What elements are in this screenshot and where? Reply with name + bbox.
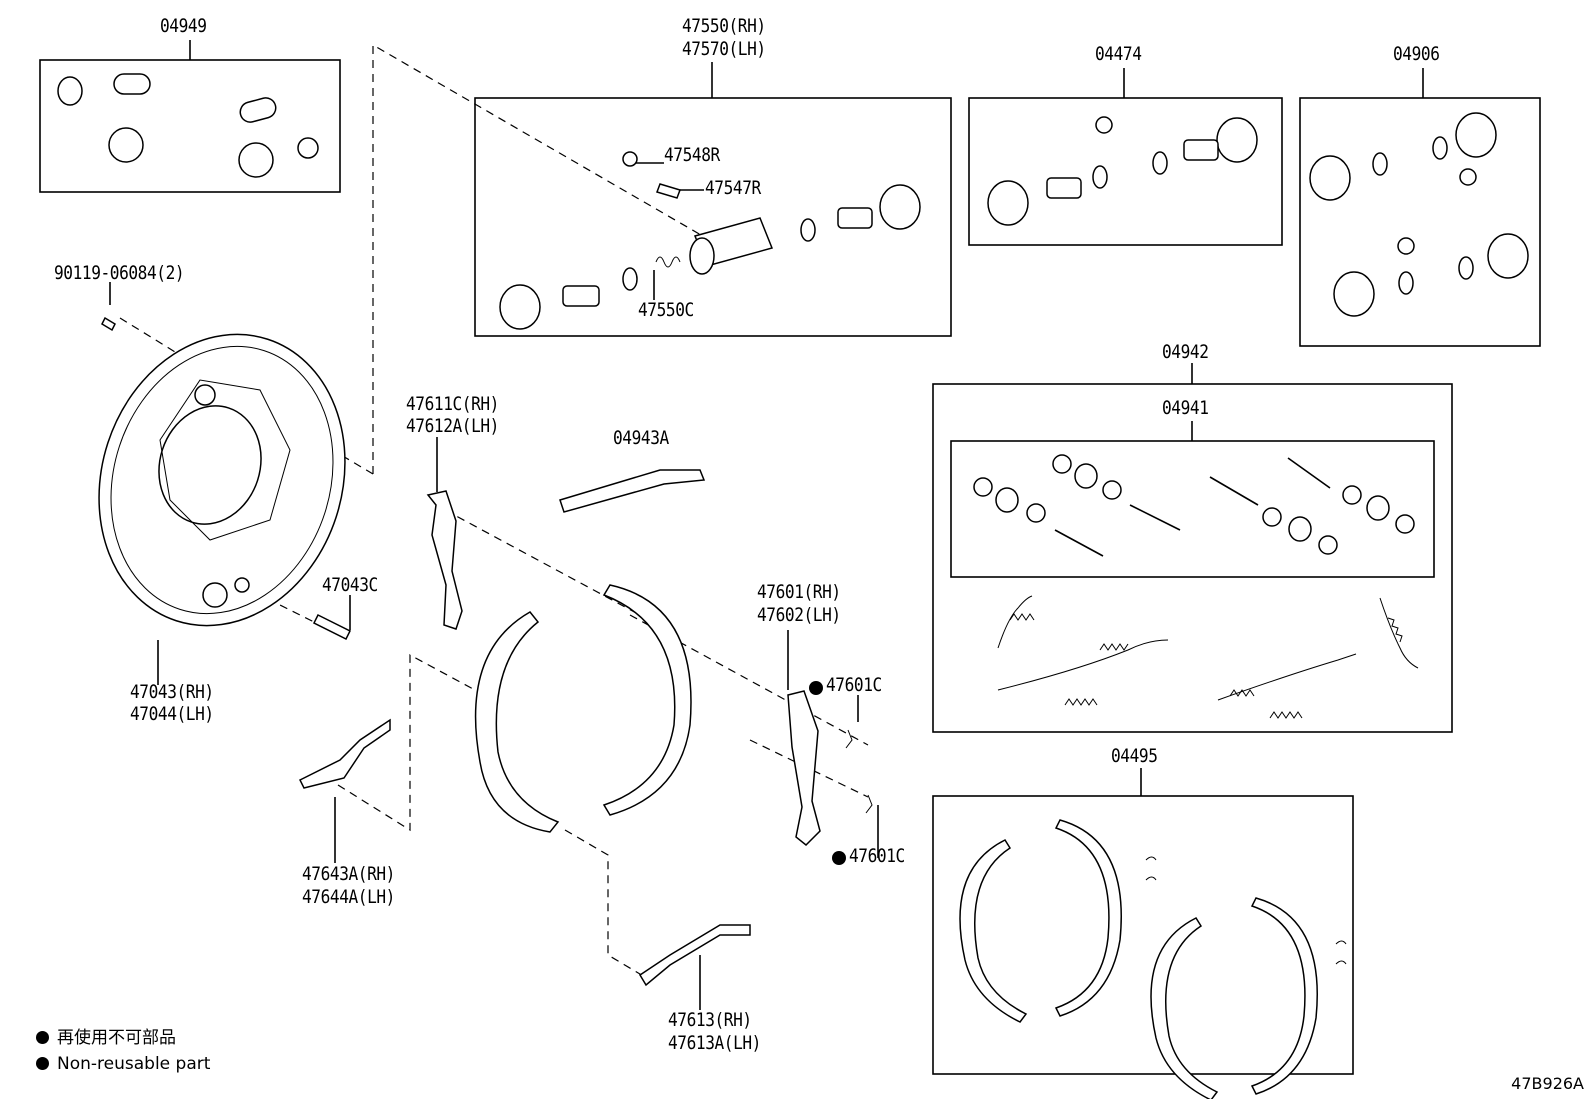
part-label-47644a-lh: 47644A(LH) [302, 886, 395, 908]
levers-and-shoes-drawing [298, 469, 873, 987]
non-reusable-marker [832, 851, 846, 865]
part-label-04943a: 04943A [613, 427, 669, 449]
part-label-47613a-lh: 47613A(LH) [668, 1032, 761, 1054]
part-label-47550c: 47550C [638, 299, 694, 321]
kit-box-04941 [950, 440, 1435, 578]
return-springs [997, 595, 1419, 719]
kit-04949-parts [57, 73, 319, 178]
kit-box-04495 [932, 795, 1354, 1075]
part-label-47601c: 47601C [849, 845, 905, 867]
part-label-47643a-rh: 47643A(RH) [302, 863, 395, 885]
part-label-47601-rh: 47601(RH) [757, 581, 841, 603]
wheel-cylinder-parts [499, 151, 921, 330]
part-label-04906: 04906 [1393, 43, 1440, 65]
kit-box-04906 [1299, 97, 1541, 347]
part-label-04949: 04949 [160, 15, 207, 37]
kit-04906-parts [1309, 112, 1529, 317]
part-label-90119: 90119-06084(2) [54, 262, 185, 284]
part-label-47602-lh: 47602(LH) [757, 604, 841, 626]
part-label-47570-lh: 47570(LH) [682, 38, 766, 60]
part-label-47548r: 47548R [664, 144, 720, 166]
shoe-set-drawing [959, 819, 1347, 1099]
backing-plate-drawing [98, 316, 352, 641]
legend-dot [36, 1057, 49, 1070]
legend-japanese-text: 再使用不可部品 [57, 1028, 176, 1048]
legend-english: Non-reusable part [36, 1052, 210, 1076]
kit-04941-parts [973, 454, 1415, 557]
part-label-47550-rh: 47550(RH) [682, 15, 766, 37]
part-label-47043-rh: 47043(RH) [130, 681, 214, 703]
leader-lines [109, 40, 1424, 1010]
wheel-cylinder-box [474, 97, 952, 337]
kit-box-04474 [968, 97, 1283, 246]
part-label-47043c: 47043C [322, 574, 378, 596]
drawing-code: 47B926A [1511, 1074, 1584, 1093]
part-label-04941: 04941 [1162, 397, 1209, 419]
part-label-47044-lh: 47044(LH) [130, 703, 214, 725]
legend-english-text: Non-reusable part [57, 1054, 211, 1074]
kit-box-04949 [39, 59, 341, 193]
part-label-04474: 04474 [1095, 43, 1142, 65]
part-label-47547r: 47547R [705, 177, 761, 199]
part-label-47601c: 47601C [826, 674, 882, 696]
non-reusable-marker [809, 681, 823, 695]
part-label-47611c-rh: 47611C(RH) [406, 393, 499, 415]
legend-dot [36, 1031, 49, 1044]
part-label-47612a-lh: 47612A(LH) [406, 415, 499, 437]
kit-04474-parts [987, 116, 1258, 226]
legend-japanese: 再使用不可部品 [36, 1026, 176, 1050]
part-label-04942: 04942 [1162, 341, 1209, 363]
part-label-04495: 04495 [1111, 745, 1158, 767]
part-label-47613-rh: 47613(RH) [668, 1009, 752, 1031]
